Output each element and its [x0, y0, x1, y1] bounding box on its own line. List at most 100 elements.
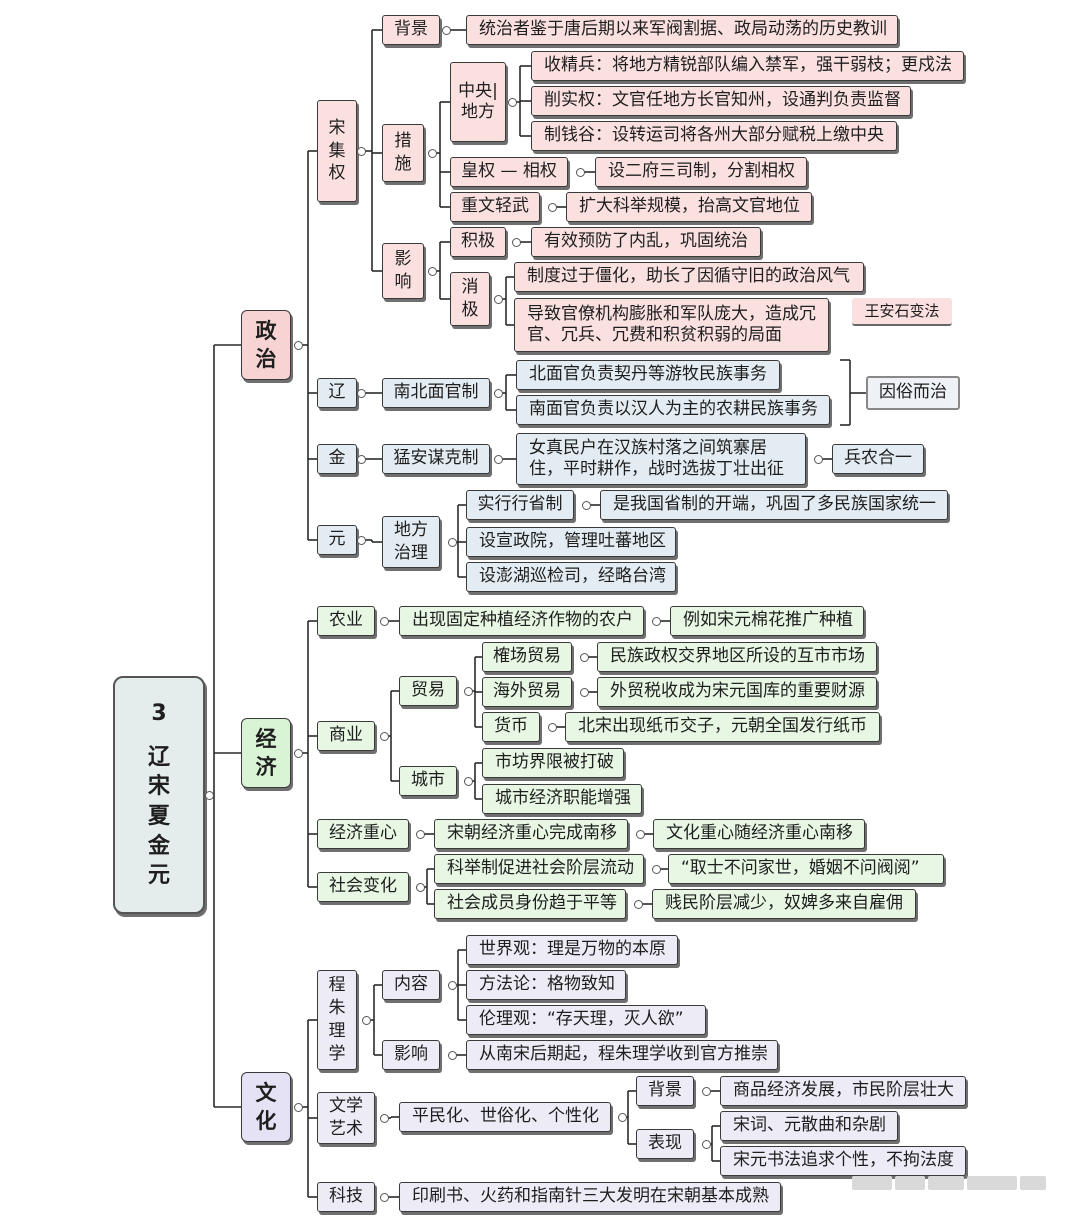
category-economy: 经济: [241, 718, 291, 788]
connector-dot: [651, 616, 661, 626]
impact-negative-label: 消极: [450, 272, 490, 326]
jin-summary: 兵农合一: [832, 444, 924, 474]
connector-dot: [493, 454, 503, 464]
song-background-text: 统治者鉴于唐后期以来军阀割据、政局动荡的历史教训: [466, 15, 898, 45]
agriculture-note: 例如宋元棉花推广种植: [670, 606, 864, 636]
social-change-label: 社会变化: [317, 872, 409, 902]
commerce-label: 商业: [317, 721, 375, 751]
connector-dot: [575, 167, 585, 177]
connector-dot: [701, 1086, 711, 1096]
economic-center-text: 宋朝经济重心完成南移: [434, 819, 628, 849]
wang-anshi-reform-note: 王安石变法: [852, 298, 952, 326]
neo-impact-label: 影响: [382, 1040, 440, 1070]
liao-item: 南面官负责以汉人为主的农耕民族事务: [516, 395, 830, 425]
trade-type: 货币: [482, 712, 540, 742]
connector-dot: [511, 237, 521, 247]
connector-dot: [293, 1102, 303, 1112]
connector-dot: [379, 1113, 389, 1123]
liao-item: 北面官负责契丹等游牧民族事务: [516, 360, 780, 390]
yuan-local-governance: 地方治理: [382, 516, 440, 568]
connector-dot: [701, 1139, 711, 1149]
jin-text: 女真民户在汉族村落之间筑寨居住，平时耕作，战时选拔丁壮出征: [516, 433, 806, 485]
connector-dot: [617, 1112, 627, 1122]
connector-dot: [447, 537, 457, 547]
neo-content-item: 伦理观：“存天理，灭人欲”: [466, 1005, 706, 1035]
yuan-item: 设宣政院，管理吐蕃地区: [466, 527, 676, 557]
economic-center-note: 文化重心随经济重心南移: [653, 819, 865, 849]
connector-dot: [356, 146, 366, 156]
connector-dot: [427, 266, 437, 276]
social-change-note: “取士不问家世，婚姻不问阀阅”: [668, 854, 944, 884]
connector-dot: [441, 25, 451, 35]
neo-confucianism-label: 程朱理学: [317, 970, 357, 1070]
connector-dot: [356, 535, 366, 545]
literature-show-label: 表现: [636, 1129, 694, 1159]
measure-item: 收精兵：将地方精锐部队编入禁军，强干弱枝；更戍法: [531, 51, 964, 81]
city-item: 市坊界限被打破: [482, 748, 624, 778]
song-impact-label: 影响: [382, 243, 424, 299]
social-change-item: 科举制促进社会阶层流动: [434, 854, 644, 884]
social-change-note: 贱民阶层减少，奴婢多来自雇佣: [652, 889, 916, 919]
impact-negative-item: 制度过于僵化，助长了因循守旧的政治风气: [514, 262, 864, 292]
jin-system: 猛安谋克制: [382, 444, 490, 474]
root-number: 3: [151, 700, 167, 726]
trade-text: 北宋出现纸币交子，元朝全国发行纸币: [565, 712, 880, 742]
civil-over-military-text: 扩大科举规模，抬高文官地位: [566, 192, 812, 222]
impact-positive-label: 积极: [450, 227, 506, 257]
connector-dot: [581, 500, 591, 510]
connector-dot: [463, 776, 473, 786]
neo-impact-text: 从南宋后期起，程朱理学收到官方推崇: [466, 1040, 778, 1070]
neo-content-item: 世界观：理是万物的本原: [466, 935, 678, 965]
civil-over-military-label: 重文轻武: [450, 192, 540, 222]
city-label: 城市: [399, 766, 457, 796]
connector-dot: [507, 97, 517, 107]
neo-content-label: 内容: [382, 970, 440, 1000]
connector-dot: [463, 686, 473, 696]
connector-dot: [415, 882, 425, 892]
yuan-province-system: 实行行省制: [466, 490, 574, 520]
trade-label: 贸易: [399, 676, 457, 706]
connector-dot: [356, 388, 366, 398]
literature-art-label: 文学艺术: [317, 1092, 375, 1144]
literature-show-item: 宋词、元散曲和杂剧: [720, 1111, 898, 1141]
city-item: 城市经济职能增强: [482, 784, 642, 814]
neo-content-item: 方法论：格物致知: [466, 970, 626, 1000]
connector-dot: [633, 899, 643, 909]
connector-dot: [379, 616, 389, 626]
liao-system: 南北面官制: [382, 378, 490, 408]
trade-type: 榷场贸易: [482, 642, 572, 672]
economic-center-label: 经济重心: [317, 819, 409, 849]
social-change-item: 社会成员身份趋于平等: [434, 889, 626, 919]
category-politics: 政治: [241, 310, 291, 380]
jin-label: 金: [317, 444, 357, 474]
measure-item: 削实权：文官任地方长官知州，设通判负责监督: [531, 86, 911, 116]
trade-text: 民族政权交界地区所设的互市市场: [597, 642, 877, 672]
connector-dot: [447, 980, 457, 990]
song-centralization: 宋集权: [317, 100, 357, 202]
connector-dot: [813, 454, 823, 464]
connector-dot: [379, 1192, 389, 1202]
yuan-province-note: 是我国省制的开端，巩固了多民族国家统一: [600, 490, 948, 520]
root-topic: 3 辽宋夏金元: [113, 676, 205, 914]
agriculture-label: 农业: [317, 606, 375, 636]
liao-label: 辽: [317, 378, 357, 408]
connector-dot: [547, 202, 557, 212]
connector-dot: [293, 340, 303, 350]
emperor-chancellor-text: 设二府三司制，分割相权: [595, 157, 807, 187]
category-culture: 文化: [241, 1072, 291, 1142]
literature-background-text: 商品经济发展，市民阶层壮大: [720, 1076, 966, 1106]
measure-item: 制钱谷：设转运司将各州大部分赋税上缴中央: [531, 121, 897, 151]
connector-dot: [204, 790, 214, 800]
literature-trait: 平民化、世俗化、个性化: [399, 1102, 611, 1132]
song-measures-label: 措施: [382, 124, 424, 182]
connector-dot: [579, 652, 589, 662]
liao-summary: 因俗而治: [866, 376, 960, 410]
connector-dot: [579, 687, 589, 697]
song-background-label: 背景: [382, 15, 440, 45]
literature-show-item: 宋元书法追求个性，不拘法度: [720, 1146, 966, 1176]
connector-dot: [493, 294, 503, 304]
connector-dot: [635, 829, 645, 839]
trade-type: 海外贸易: [482, 677, 572, 707]
